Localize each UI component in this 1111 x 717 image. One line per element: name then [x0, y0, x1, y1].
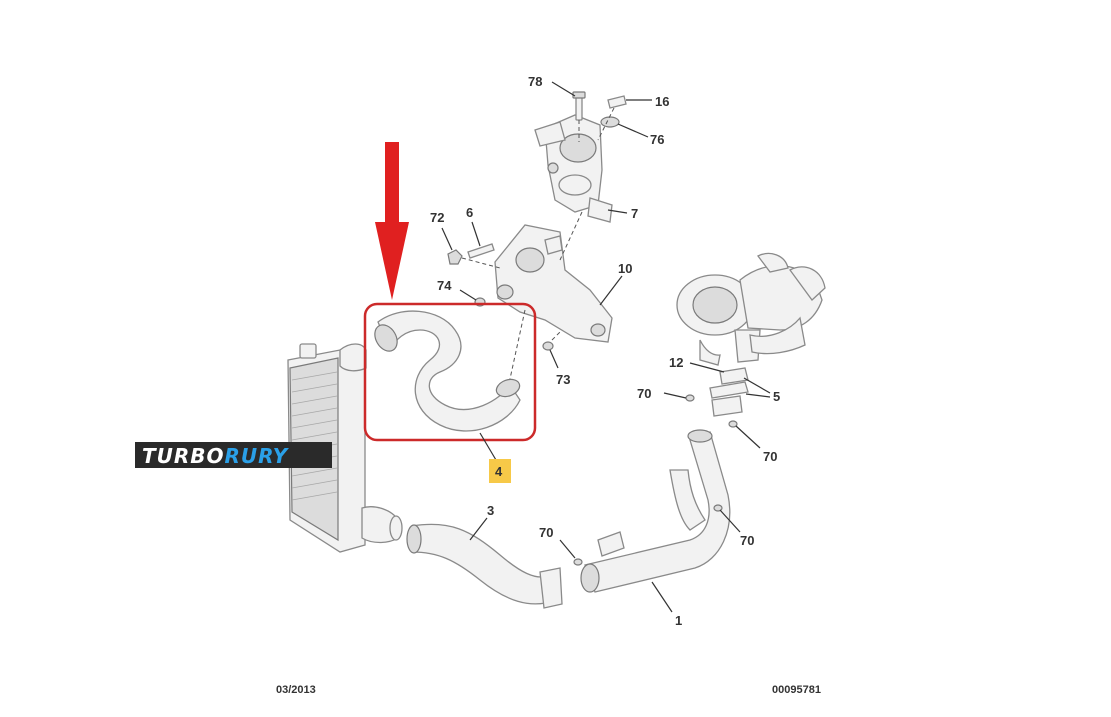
callout-70-c: 70: [539, 525, 553, 540]
callout-10: 10: [618, 261, 632, 276]
callout-4: 4: [495, 464, 503, 479]
callout-74: 74: [437, 278, 452, 293]
flange-5: [709, 367, 749, 417]
red-arrow: [375, 142, 409, 300]
callout-4-highlight: [489, 459, 511, 483]
brand-text-part2: RURY: [225, 444, 290, 468]
valve-assembly: [534, 114, 613, 223]
callout-16: 16: [655, 94, 669, 109]
callout-70-d: 70: [740, 533, 754, 548]
callout-78: 78: [528, 74, 542, 89]
turbocharger: [676, 252, 826, 366]
callout-72: 72: [430, 210, 444, 225]
pipe-1: [580, 429, 731, 593]
svg-text:TURBORURY: TURBORURY: [142, 444, 290, 468]
highlight-box: [363, 302, 537, 442]
callout-12: 12: [669, 355, 683, 370]
footer-code: 00095781: [772, 684, 821, 696]
callout-3: 3: [487, 503, 494, 518]
bracket-10: [494, 224, 613, 343]
callout-76: 76: [650, 132, 664, 147]
brand-text-part1: TURBO: [142, 444, 225, 468]
footer-date: 03/2013: [276, 684, 316, 696]
callout-5: 5: [773, 389, 780, 404]
callout-6: 6: [466, 205, 473, 220]
callout-73: 73: [556, 372, 570, 387]
callout-70-a: 70: [637, 386, 651, 401]
callouts: 78 16 76 7 72 6 10 74 73 12 5 70 70 4 3 …: [430, 74, 780, 628]
brand-logo: TURBORURY: [135, 442, 332, 468]
callout-1: 1: [675, 613, 682, 628]
hardware: [447, 91, 738, 566]
callout-70-b: 70: [763, 449, 777, 464]
callout-7: 7: [631, 206, 638, 221]
leader-lines: [441, 81, 771, 613]
hose-4: [374, 310, 521, 432]
assembly-lines: [461, 107, 615, 389]
